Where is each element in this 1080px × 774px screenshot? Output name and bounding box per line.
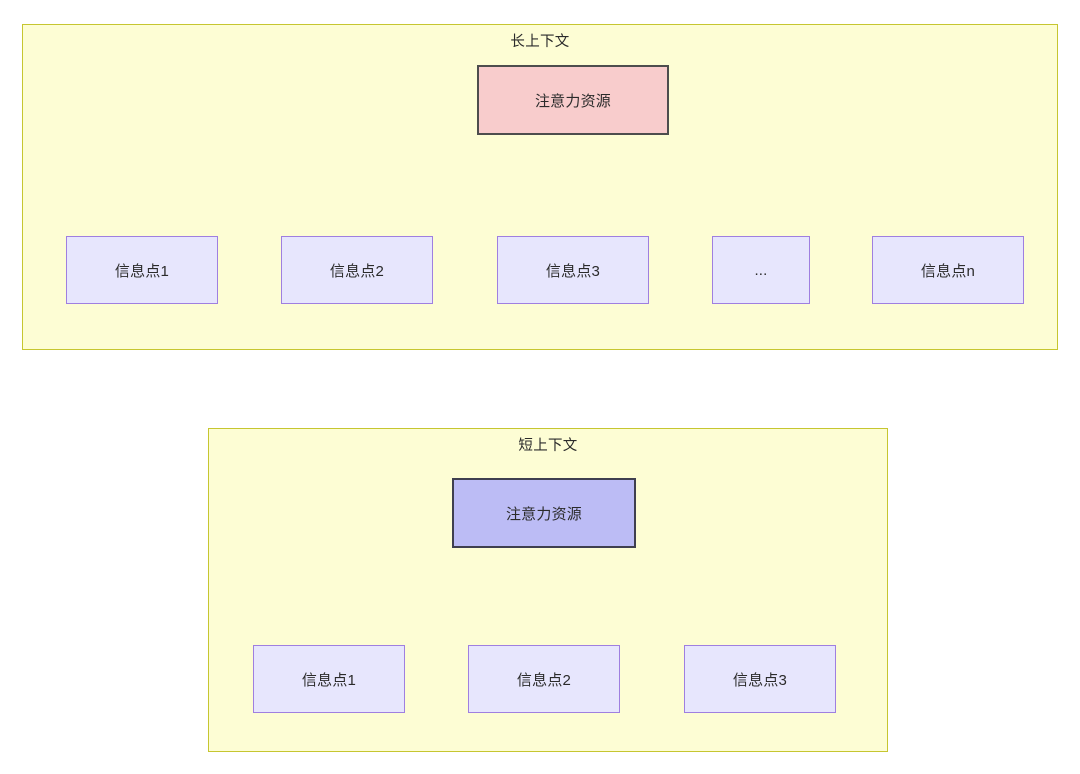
node-short-attention-resource[interactable]: 注意力资源: [452, 478, 636, 548]
node-long-info-point-ellipsis[interactable]: ...: [712, 236, 810, 304]
node-short-info-point-3[interactable]: 信息点3: [684, 645, 836, 713]
node-short-info-point-2[interactable]: 信息点2: [468, 645, 620, 713]
node-long-attention-resource[interactable]: 注意力资源: [477, 65, 669, 135]
node-long-info-point-n[interactable]: 信息点n: [872, 236, 1024, 304]
node-long-info-point-2[interactable]: 信息点2: [281, 236, 433, 304]
node-short-info-point-1[interactable]: 信息点1: [253, 645, 405, 713]
node-long-info-point-3[interactable]: 信息点3: [497, 236, 649, 304]
group-short-context-title: 短上下文: [518, 438, 578, 454]
group-long-context-title: 长上下文: [510, 34, 570, 50]
node-long-info-point-1[interactable]: 信息点1: [66, 236, 218, 304]
